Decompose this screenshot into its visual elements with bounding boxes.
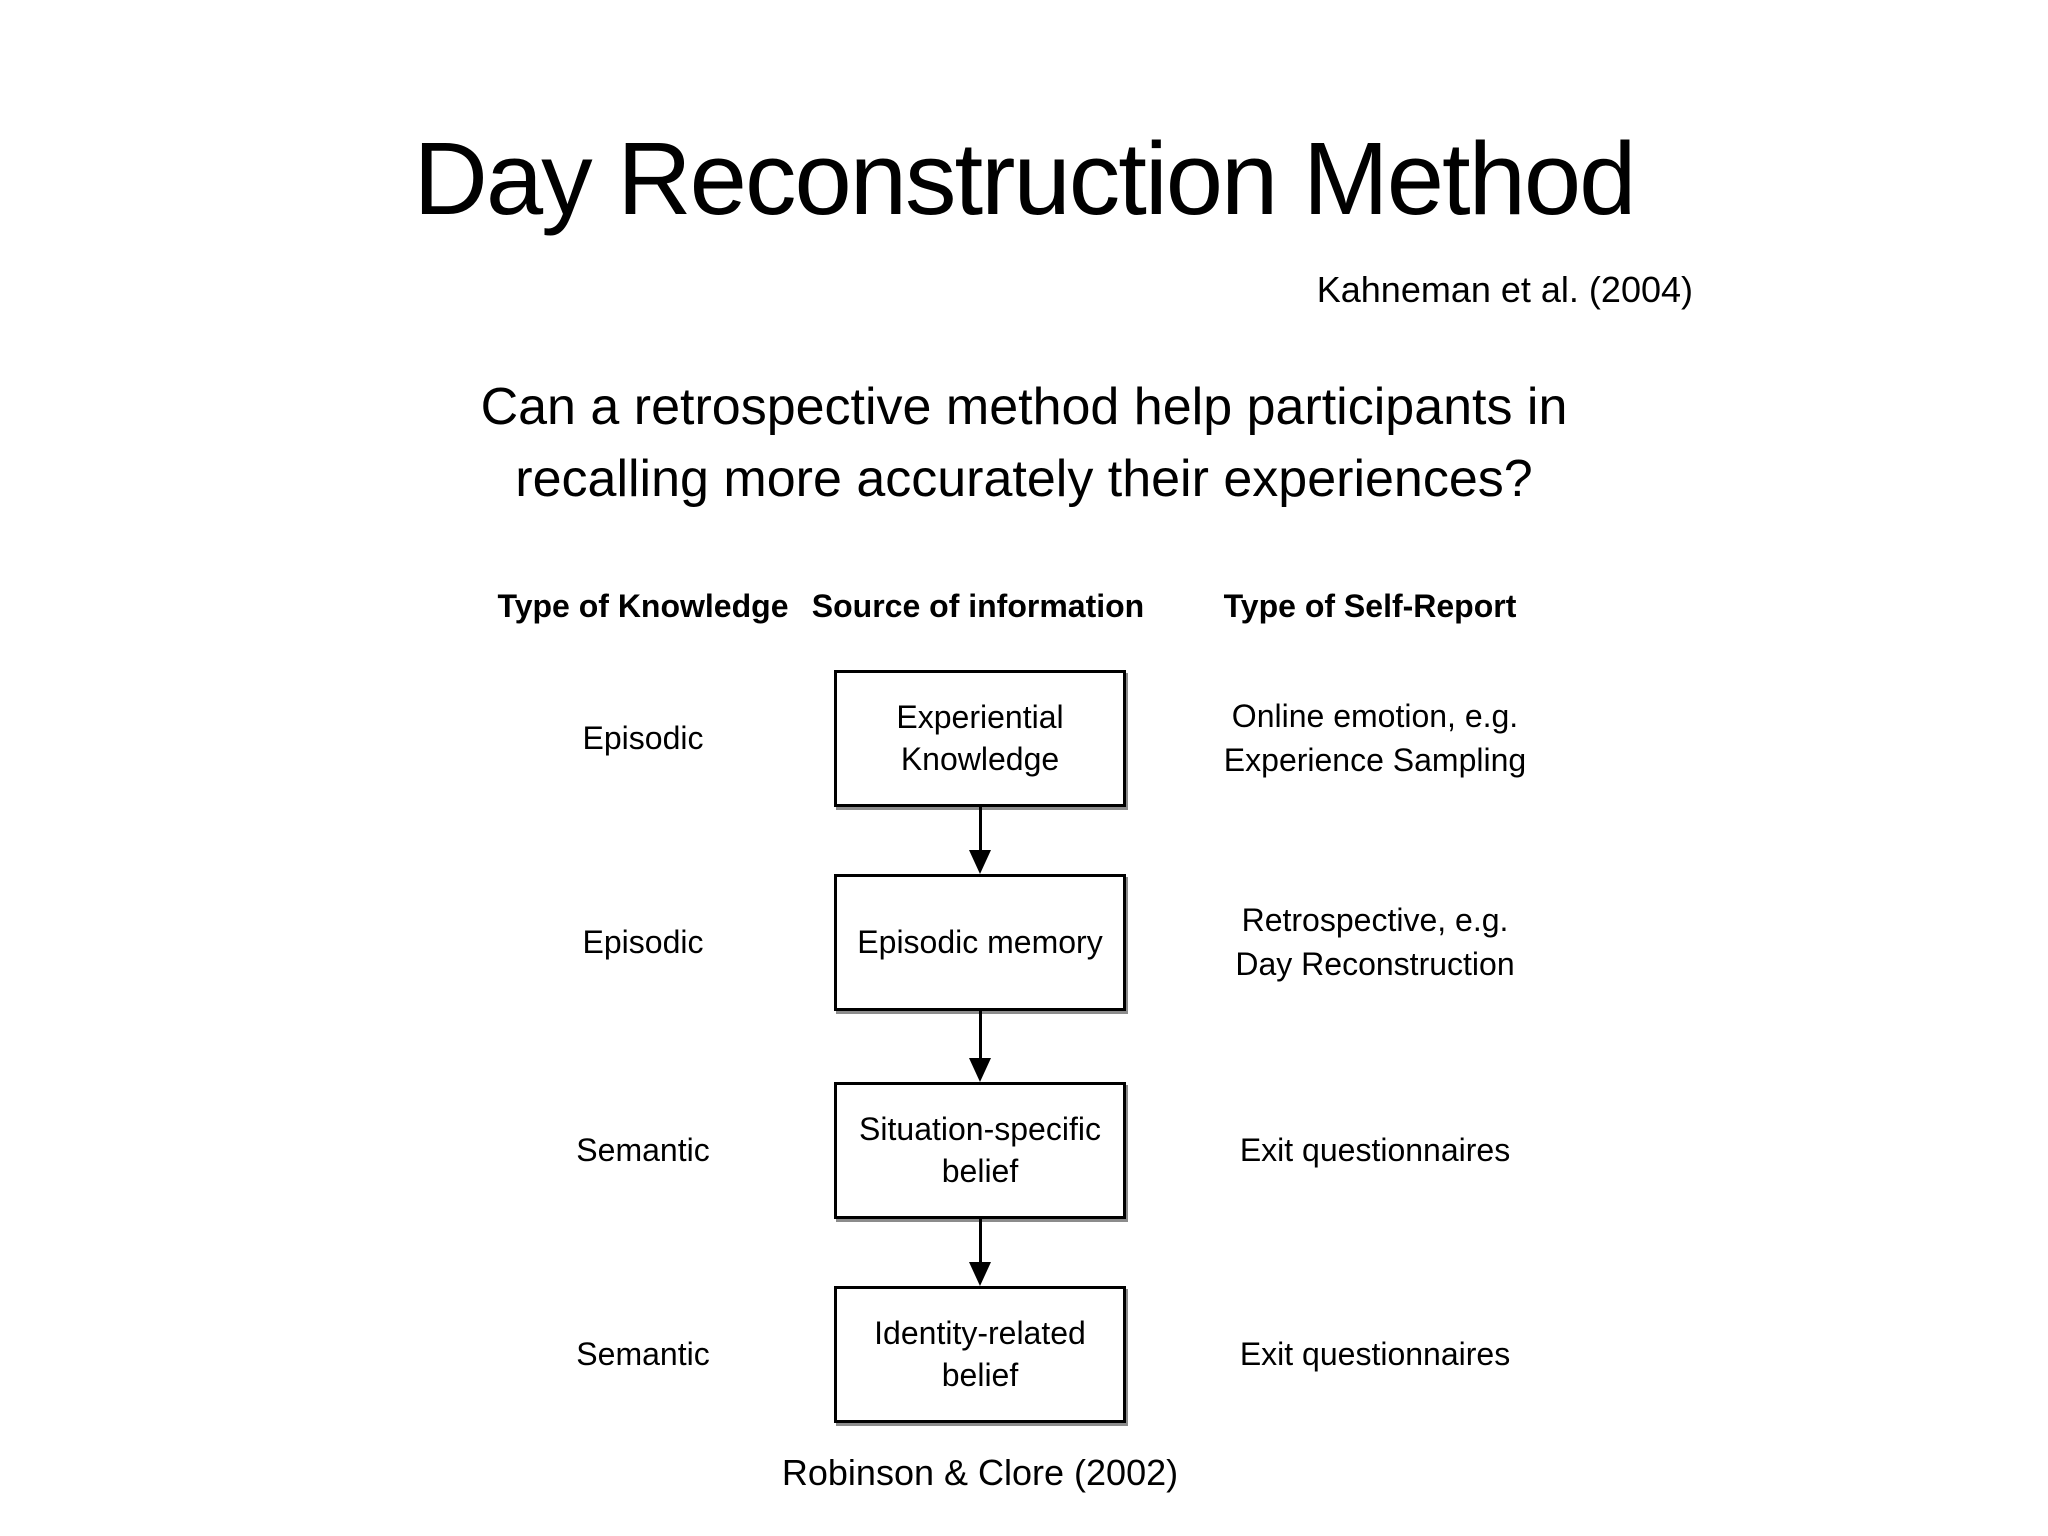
report-label-row4: Exit questionnaires [1239, 1335, 1511, 1372]
source-box-situation-specific-belief: Situation-specific belief [834, 1082, 1126, 1219]
research-question: Can a retrospective method help particip… [480, 378, 1568, 508]
flow-arrow-down-2 [966, 1011, 994, 1082]
arrow-head-icon [969, 1262, 991, 1286]
report-label-row3: Exit questionnaires [1239, 1131, 1511, 1168]
knowledge-label-row1: Episodic [582, 719, 704, 756]
report-label-row2: Retrospective, e.g. Day Reconstruction [1235, 902, 1515, 982]
source-box-identity-related-belief: Identity-related belief [834, 1286, 1126, 1423]
arrow-stem [979, 1219, 982, 1264]
attribution-citation: Kahneman et al. (2004) [1316, 269, 1693, 310]
knowledge-label-row2: Episodic [582, 923, 704, 960]
flow-arrow-down-1 [966, 807, 994, 874]
arrow-head-icon [969, 1058, 991, 1082]
knowledge-label-row3: Semantic [576, 1131, 710, 1168]
column-header-type-of-knowledge: Type of Knowledge [497, 588, 789, 624]
knowledge-label-row4: Semantic [576, 1335, 710, 1372]
arrow-stem [979, 1011, 982, 1060]
arrow-stem [979, 807, 982, 852]
source-box-experiential-knowledge: Experiential Knowledge [834, 670, 1126, 807]
report-label-row1: Online emotion, e.g. Experience Sampling [1223, 698, 1527, 778]
source-box-episodic-memory: Episodic memory [834, 874, 1126, 1011]
arrow-head-icon [969, 850, 991, 874]
footer-citation: Robinson & Clore (2002) [781, 1452, 1179, 1493]
column-header-source-of-information: Source of information [811, 588, 1145, 624]
flow-arrow-down-3 [966, 1219, 994, 1286]
slide-title: Day Reconstruction Method [413, 121, 1637, 236]
column-header-type-of-self-report: Type of Self-Report [1223, 588, 1517, 624]
